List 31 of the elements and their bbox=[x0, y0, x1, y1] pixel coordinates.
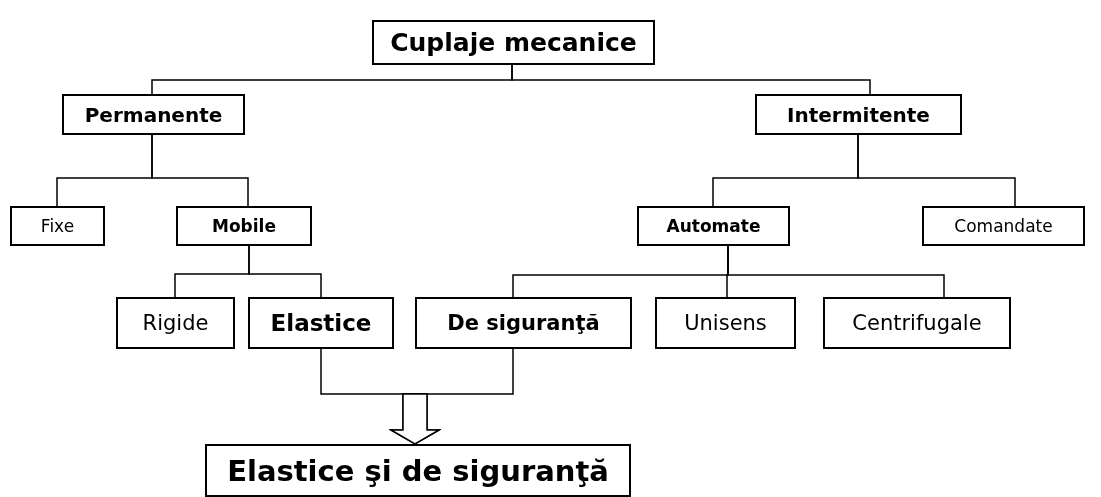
category-label: Centrifugale bbox=[852, 311, 982, 335]
category-box bbox=[372, 20, 655, 65]
category-label: Cuplaje mecanice bbox=[390, 28, 637, 57]
category-box bbox=[176, 206, 312, 246]
category-box bbox=[755, 94, 962, 135]
category-label: Fixe bbox=[40, 216, 75, 236]
category-label: Unisens bbox=[684, 311, 767, 335]
category-label: Elastice bbox=[270, 310, 372, 336]
category-box bbox=[10, 206, 105, 246]
connector-line bbox=[511, 64, 871, 95]
connector-line bbox=[248, 245, 322, 298]
category-box bbox=[922, 206, 1085, 246]
category-box bbox=[415, 297, 632, 349]
category-box bbox=[823, 297, 1011, 349]
category-box bbox=[248, 297, 394, 349]
category-box bbox=[637, 206, 790, 246]
category-box bbox=[205, 444, 631, 497]
category-box bbox=[116, 297, 235, 349]
category-label: Intermitente bbox=[787, 102, 930, 127]
category-label: De siguranţă bbox=[447, 311, 600, 335]
category-label: Mobile bbox=[212, 216, 276, 236]
connector-line bbox=[151, 134, 249, 207]
category-label: Automate bbox=[666, 216, 761, 236]
connector-line bbox=[857, 134, 1016, 207]
category-label: Comandate bbox=[954, 216, 1053, 236]
category-label: Rigide bbox=[142, 311, 209, 335]
connector-line bbox=[727, 245, 945, 298]
category-box bbox=[655, 297, 796, 349]
category-label: Permanente bbox=[84, 102, 223, 127]
category-box bbox=[62, 94, 245, 135]
category-label: Elastice şi de siguranţă bbox=[227, 453, 609, 488]
